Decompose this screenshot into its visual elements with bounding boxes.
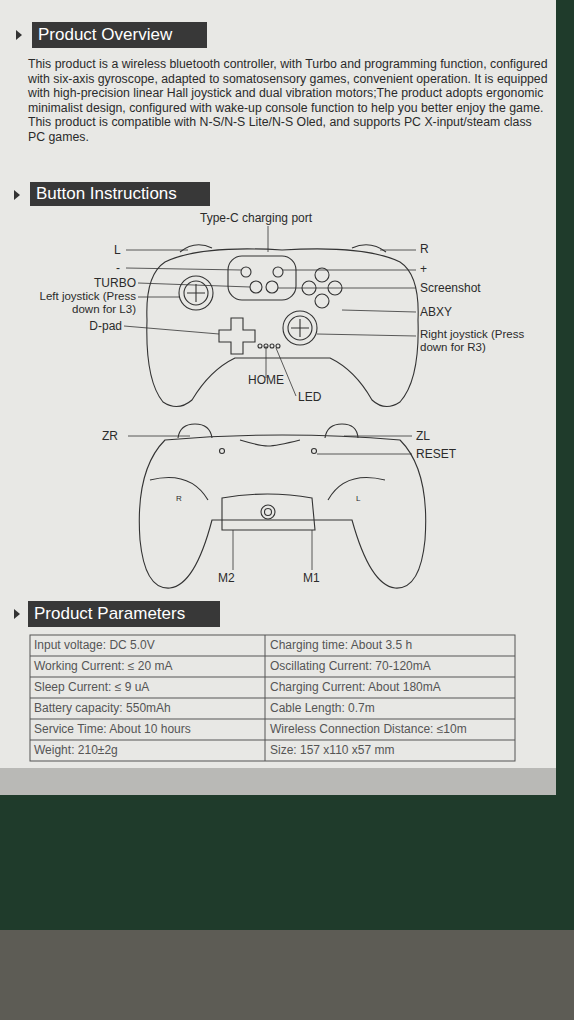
table-cell: Wireless Connection Distance: ≤10m bbox=[270, 722, 467, 736]
right-joystick bbox=[288, 316, 312, 340]
body-paragraph: This product is a wireless bluetooth con… bbox=[28, 57, 550, 144]
right-joystick bbox=[283, 311, 317, 345]
turbo-button bbox=[250, 281, 262, 293]
led bbox=[258, 344, 262, 348]
heading-text: Product Parameters bbox=[34, 604, 185, 624]
callout-label: LED bbox=[298, 390, 321, 404]
reset-hole bbox=[312, 449, 317, 454]
callout-label: Right joystick (Press down for R3) bbox=[420, 328, 540, 354]
section-heading: Button Instructions bbox=[30, 182, 210, 206]
bullet bbox=[14, 609, 20, 619]
controller-body bbox=[147, 249, 418, 407]
table-cell: Size: 157 x110 x57 mm bbox=[270, 743, 395, 757]
paddle-area bbox=[222, 494, 315, 530]
heading-text: Button Instructions bbox=[36, 184, 177, 204]
section-heading: Product Overview bbox=[32, 22, 207, 48]
bullet bbox=[16, 30, 22, 40]
callout-label: ABXY bbox=[420, 305, 452, 319]
heading-text: Product Overview bbox=[38, 25, 172, 45]
callout-label: D-pad bbox=[89, 319, 122, 333]
callout-label: R bbox=[420, 242, 429, 256]
dpad bbox=[219, 318, 255, 354]
screenshot-button bbox=[266, 281, 278, 293]
table-cell: Service Time: About 10 hours bbox=[34, 722, 191, 736]
carpet bbox=[0, 930, 574, 1020]
center-button bbox=[265, 509, 272, 516]
hole bbox=[220, 449, 225, 454]
table-cell: Sleep Current: ≤ 9 uA bbox=[34, 680, 149, 694]
part-marking: L bbox=[356, 492, 360, 506]
port-slot bbox=[240, 440, 300, 446]
abxy-button bbox=[315, 294, 329, 308]
led bbox=[276, 344, 280, 348]
right-joystick bbox=[291, 319, 309, 337]
callout-label: L bbox=[114, 243, 121, 257]
center-button bbox=[261, 505, 275, 519]
table-cell: Input voltage: DC 5.0V bbox=[34, 638, 155, 652]
bullet bbox=[14, 190, 20, 200]
callout-label: Left joystick (Press down for L3) bbox=[22, 290, 136, 316]
table-cell: Working Current: ≤ 20 mA bbox=[34, 659, 172, 673]
table-cell: Charging Current: About 180mA bbox=[270, 680, 441, 694]
led bbox=[270, 344, 274, 348]
plus-button bbox=[273, 267, 283, 277]
table-cell: Cable Length: 0.7m bbox=[270, 701, 375, 715]
left-joystick bbox=[179, 276, 213, 310]
callout-label: TURBO bbox=[94, 276, 136, 290]
callout-label: RESET bbox=[416, 447, 456, 461]
callout-label: ZR bbox=[102, 429, 118, 443]
leader-lines bbox=[124, 226, 416, 570]
callout-label: Type-C charging port bbox=[200, 211, 312, 225]
section-heading: Product Parameters bbox=[28, 601, 220, 627]
minus-button bbox=[241, 267, 251, 277]
grip-line bbox=[150, 478, 385, 501]
callout-label: M2 bbox=[218, 571, 235, 585]
table-cell: Oscillating Current: 70-120mA bbox=[270, 659, 431, 673]
paper-edge bbox=[0, 768, 556, 795]
callout-label: M1 bbox=[303, 571, 320, 585]
callout-label: HOME bbox=[248, 373, 284, 387]
callout-label: - bbox=[116, 261, 120, 275]
callout-label: Screenshot bbox=[420, 281, 481, 295]
table-cell: Battery capacity: 550mAh bbox=[34, 701, 171, 715]
callout-label: ZL bbox=[416, 429, 430, 443]
controller-body bbox=[139, 435, 425, 588]
parameter-table bbox=[30, 635, 515, 761]
table-cell: Charging time: About 3.5 h bbox=[270, 638, 412, 652]
callout-label: + bbox=[420, 262, 427, 276]
part-marking: R bbox=[176, 492, 182, 506]
paper-page bbox=[0, 0, 556, 795]
center-panel bbox=[228, 256, 296, 300]
controller-back bbox=[139, 424, 425, 588]
left-joystick bbox=[187, 284, 205, 302]
table-cell: Weight: 210±2g bbox=[34, 743, 118, 757]
